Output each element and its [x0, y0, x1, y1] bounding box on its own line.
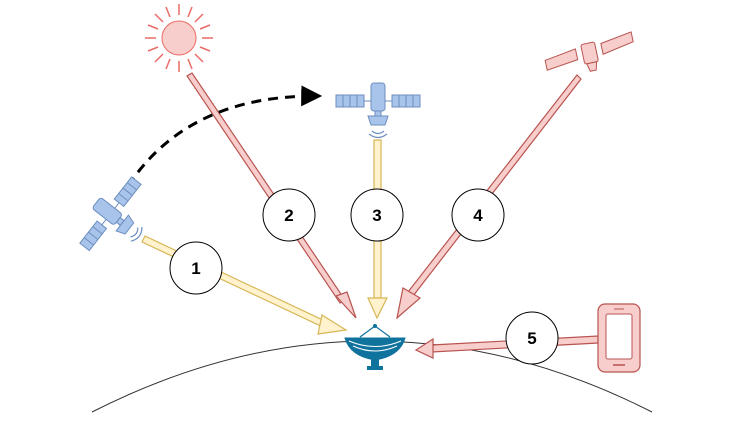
- sun-icon: [145, 4, 213, 72]
- marker-1: 1: [169, 241, 223, 295]
- arrow-1: [141, 235, 348, 335]
- marker-1-label: 1: [191, 259, 200, 278]
- marker-4-label: 4: [473, 206, 483, 225]
- orbit-transfer-arrow: [126, 85, 323, 187]
- marker-5: 5: [505, 311, 559, 365]
- satellite-icon: [79, 176, 143, 252]
- marker-4: 4: [451, 188, 505, 242]
- marker-3-label: 3: [372, 206, 381, 225]
- satellite-icon: [335, 82, 421, 139]
- marker-5-label: 5: [527, 329, 536, 348]
- smartphone-icon: [597, 303, 641, 373]
- marker-3: 3: [350, 188, 404, 242]
- marker-2-label: 2: [284, 206, 293, 225]
- arrow-4: [396, 74, 582, 320]
- satellite-dish-icon: [344, 324, 406, 370]
- satellite-icon: [544, 31, 634, 72]
- marker-2: 2: [262, 188, 316, 242]
